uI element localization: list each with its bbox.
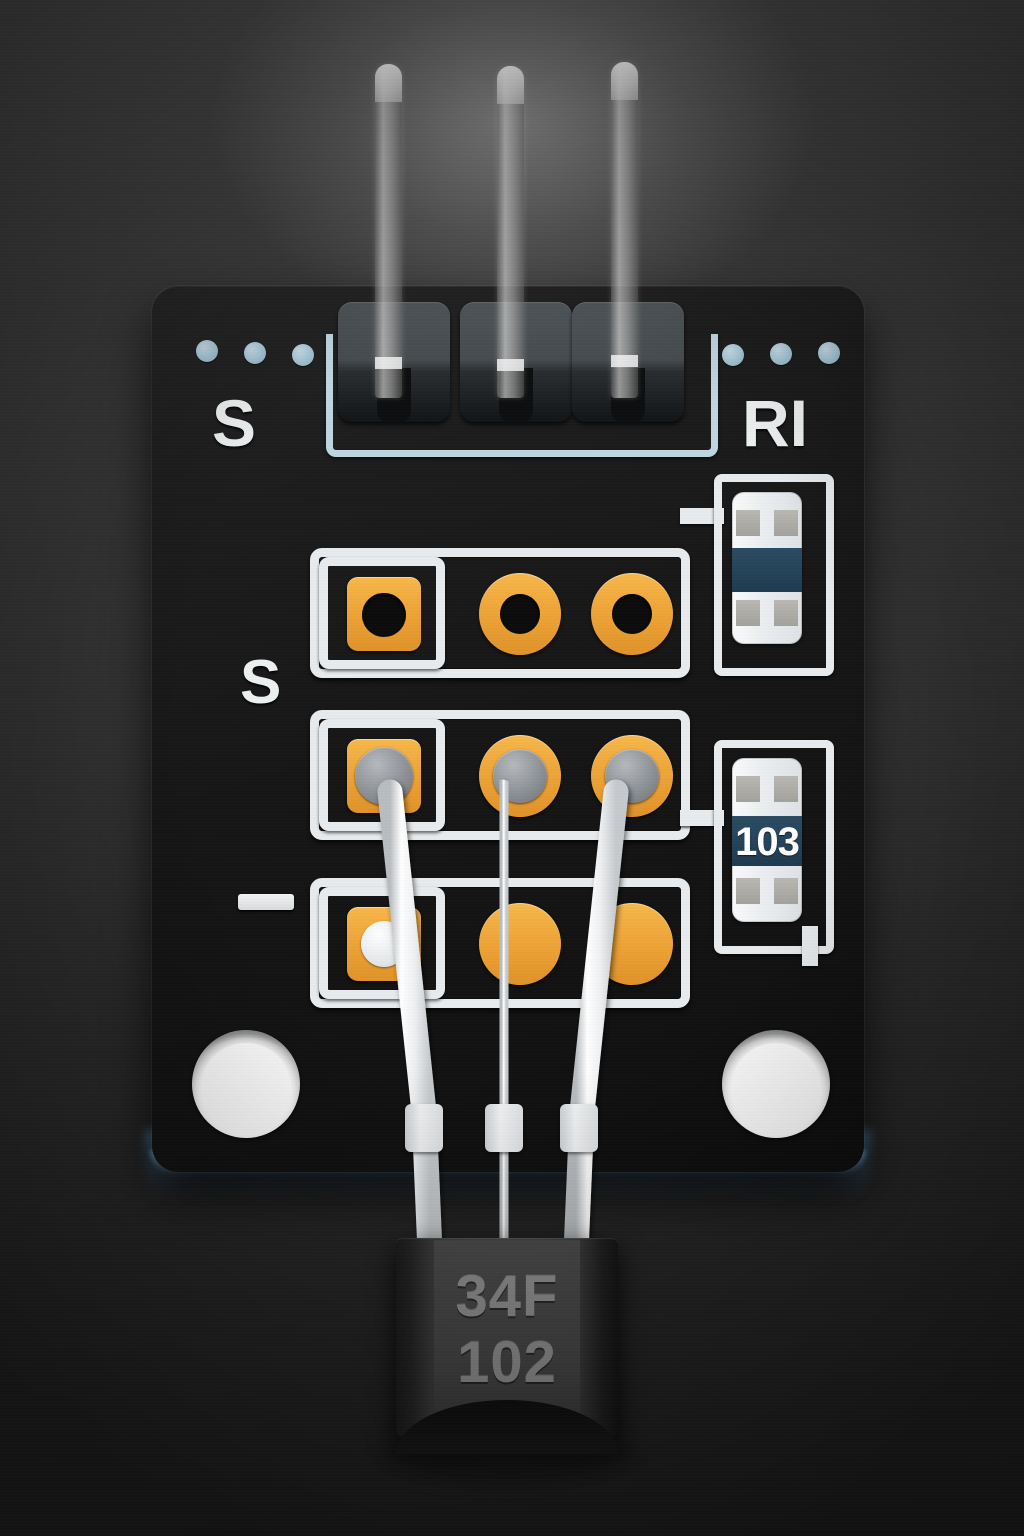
pad-mid-2-round[interactable]	[479, 735, 561, 817]
pad-bot-3-round[interactable]	[591, 903, 673, 985]
pad-bot-1-square[interactable]	[347, 907, 421, 981]
silk-dot-left-1	[196, 340, 218, 362]
silk-dot-right-1	[722, 344, 744, 366]
pad-top-2-hole	[500, 594, 540, 634]
smd-res-label-plate	[732, 816, 802, 866]
header-pin-3-band	[611, 355, 638, 367]
pad-cell-top-1[interactable]	[319, 557, 445, 669]
smd-top-band	[732, 548, 802, 592]
smd-res-term-tl	[736, 776, 760, 802]
mounting-hole-left[interactable]	[192, 1030, 300, 1138]
header-pin-3[interactable]	[611, 62, 638, 398]
header-pin-2-tip	[497, 66, 524, 104]
silk-dot-left-3	[292, 344, 314, 366]
smd-res-term-bl	[736, 878, 760, 904]
header-pin-2-band	[497, 359, 524, 371]
header-pin-3-tip	[611, 62, 638, 100]
lead-kink-left	[405, 1104, 443, 1152]
smd-top-term-tr	[774, 510, 798, 536]
pad-top-1-square[interactable]	[347, 577, 421, 651]
to92-transistor[interactable]: 34F 102	[382, 1238, 632, 1482]
label-row-signal-s: S	[240, 648, 282, 717]
smd-top-body[interactable]	[732, 492, 802, 644]
smd-res-marking: 103	[735, 820, 800, 864]
pad-bot-1-silver	[361, 921, 407, 967]
lead-kink-right	[560, 1104, 598, 1152]
mounting-hole-right[interactable]	[722, 1030, 830, 1138]
label-top-right-ri: RI	[742, 386, 808, 460]
pcb-board[interactable]: S RI S	[152, 286, 864, 1172]
transistor-marking-line2: 102	[457, 1330, 557, 1395]
pad-top-3-round[interactable]	[591, 573, 673, 655]
silk-dot-right-2	[770, 343, 792, 365]
smd-top-term-br	[774, 600, 798, 626]
silk-dot-right-3	[818, 342, 840, 364]
smd-res-term-br	[774, 878, 798, 904]
smd-resistor-body[interactable]: 103	[732, 758, 802, 922]
pad-row-top-signal[interactable]	[310, 548, 690, 678]
header-pin-2[interactable]	[497, 66, 524, 398]
solder-joint-3	[605, 749, 659, 803]
smd-top-term-bl	[736, 600, 760, 626]
header-silk-outline	[326, 334, 718, 457]
lead-kink-middle	[485, 1104, 523, 1152]
solder-joint-1	[355, 747, 413, 805]
transistor-marking-line1: 34F	[455, 1264, 559, 1329]
pad-bot-2-round[interactable]	[479, 903, 561, 985]
smd-outline-resistor	[714, 740, 834, 954]
trace-stub-resistor-down	[802, 926, 818, 966]
header-pin-1[interactable]	[375, 64, 402, 398]
pad-row-bottom-ground[interactable]	[310, 878, 690, 1008]
trace-stub-top	[680, 508, 724, 524]
pad-top-1-hole	[362, 593, 406, 637]
mounting-hole-left-inner	[201, 1043, 291, 1133]
pad-mid-3-round[interactable]	[591, 735, 673, 817]
pad-top-3-hole	[612, 594, 652, 634]
label-top-left-s: S	[212, 386, 257, 460]
smd-top-term-tl	[736, 510, 760, 536]
smd-outline-top	[714, 474, 834, 676]
pad-mid-1-square[interactable]	[347, 739, 421, 813]
header-pin-1-band	[375, 357, 402, 369]
trace-stub-resistor	[680, 810, 724, 826]
mounting-hole-right-inner	[731, 1043, 821, 1133]
transistor-face	[434, 1240, 580, 1412]
solder-joint-2	[493, 749, 547, 803]
label-row-minus	[238, 894, 294, 910]
pad-row-middle-soldered[interactable]	[310, 710, 690, 840]
silk-dot-left-2	[244, 342, 266, 364]
header-pin-1-tip	[375, 64, 402, 102]
pad-top-2-round[interactable]	[479, 573, 561, 655]
smd-res-term-tr	[774, 776, 798, 802]
